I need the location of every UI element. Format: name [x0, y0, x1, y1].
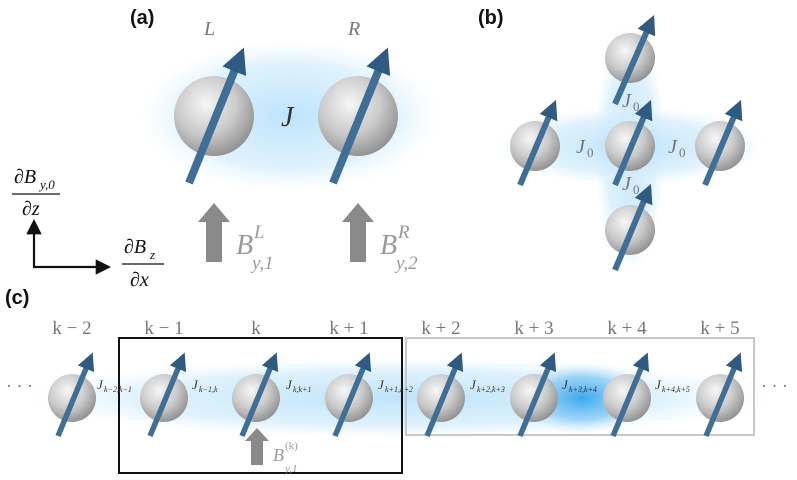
chain-coupling-6: J k+4,k+5 — [655, 377, 690, 394]
svg-text:L: L — [253, 222, 265, 243]
svg-text:y,2: y,2 — [394, 253, 418, 274]
gradient-axes: ∂B y,0 ∂z ∂B z ∂x — [12, 166, 164, 291]
svg-text:R: R — [397, 222, 410, 243]
site-label-3: k + 1 — [329, 318, 368, 339]
panel-a: (a) L R J B L y,1 B R y,2 — [130, 7, 440, 274]
chain-spin-0 — [55, 352, 95, 438]
svg-text:J: J — [470, 377, 477, 392]
spin-arrow-right-b — [702, 99, 743, 187]
svg-text:B: B — [236, 230, 253, 261]
svg-text:J: J — [378, 377, 385, 392]
coupling-label-b-bottom: J 0 — [622, 173, 640, 197]
svg-text:k−2,k−1: k−2,k−1 — [104, 385, 132, 394]
svg-text:B: B — [380, 230, 397, 261]
svg-text:0: 0 — [679, 145, 686, 160]
svg-text:y,1: y,1 — [250, 253, 274, 274]
chain-spin-3 — [332, 352, 372, 438]
svg-text:k+1,k+2: k+1,k+2 — [385, 385, 413, 394]
coupling-label-a: J — [281, 102, 295, 133]
ellipsis-right: · · · — [761, 376, 788, 396]
svg-text:(k): (k) — [285, 440, 298, 452]
chain-coupling-2: J k,k+1 — [286, 377, 312, 394]
svg-text:∂B: ∂B — [124, 236, 146, 258]
svg-text:J: J — [668, 136, 678, 158]
svg-text:J: J — [576, 136, 586, 158]
svg-text:k−1,k: k−1,k — [199, 385, 218, 394]
spin-arrow-right — [329, 47, 391, 185]
site-label-left: L — [203, 18, 215, 40]
site-label-7: k + 5 — [700, 318, 739, 339]
chain-coupling-5: J k+3,k+4 — [562, 377, 597, 394]
axis-label-vertical: ∂B y,0 ∂z — [12, 166, 60, 220]
chain-spin-5 — [517, 352, 557, 438]
svg-text:y,0: y,0 — [38, 177, 55, 192]
svg-text:J: J — [562, 377, 569, 392]
chain-coupling-labels: J k−2,k−1 J k−1,k J k,k+1 J k+1,k+2 J k+… — [97, 377, 690, 394]
field-label-right: B R y,2 — [380, 222, 418, 274]
svg-text:J: J — [192, 377, 199, 392]
panel-c: (c) k − 2 k − 1 k k + 1 k + 2 k + 3 k + … — [5, 287, 788, 475]
site-labels: k − 2 k − 1 k k + 1 k + 2 k + 3 k + 4 k … — [52, 318, 739, 339]
spin-arrow-left — [185, 47, 247, 185]
spin-arrow-center — [612, 99, 653, 187]
field-arrow-left — [198, 203, 230, 262]
svg-text:J: J — [97, 377, 104, 392]
svg-text:J: J — [622, 173, 632, 195]
panel-c-label: (c) — [5, 287, 29, 309]
site-label-1: k − 1 — [144, 318, 183, 339]
subsystem-box-dark — [118, 337, 403, 474]
panel-b: (b) J 0 J 0 J 0 J 0 — [478, 7, 764, 273]
chain-spin-7 — [703, 352, 743, 438]
coupling-label-b-left: J 0 — [576, 136, 594, 160]
svg-text:z: z — [149, 247, 155, 262]
chain-coupling-1: J k−1,k — [192, 377, 218, 394]
svg-text:k+2,k+3: k+2,k+3 — [477, 385, 505, 394]
field-arrow-chain — [245, 428, 269, 465]
site-label-0: k − 2 — [52, 318, 91, 339]
site-label-2: k — [251, 318, 261, 339]
svg-text:k+3,k+4: k+3,k+4 — [569, 385, 597, 394]
panel-b-label: (b) — [478, 7, 504, 29]
coupling-label-b-right: J 0 — [668, 136, 686, 160]
chain-spins — [55, 352, 743, 438]
site-label-right: R — [347, 18, 360, 40]
svg-text:∂x: ∂x — [130, 269, 149, 291]
svg-text:J: J — [286, 377, 293, 392]
svg-text:B: B — [273, 445, 284, 465]
chain-coupling-0: J k−2,k−1 — [97, 377, 132, 394]
svg-text:∂B: ∂B — [14, 166, 36, 188]
spin-arrow-bottom — [612, 183, 653, 272]
field-label-chain: B (k) y,1 — [273, 440, 298, 475]
svg-text:k,k+1: k,k+1 — [293, 385, 312, 394]
subsystem-box-light — [405, 337, 755, 436]
chain-spin-6 — [610, 352, 650, 438]
chain-coupling-glow — [25, 358, 775, 438]
chain-coupling-3: J k+1,k+2 — [378, 377, 413, 394]
chain-spin-2 — [239, 352, 279, 438]
panel-a-label: (a) — [130, 7, 154, 29]
svg-text:0: 0 — [587, 145, 594, 160]
chain-spin-1 — [147, 352, 187, 438]
svg-text:∂z: ∂z — [22, 198, 40, 220]
ellipsis-left: · · · — [6, 376, 33, 396]
svg-text:0: 0 — [633, 99, 640, 114]
spin-arrow-left-b — [517, 99, 558, 187]
field-arrow-right — [342, 203, 374, 262]
chain-coupling-4: J k+2,k+3 — [470, 377, 505, 394]
axis-label-horizontal: ∂B z ∂x — [122, 236, 164, 291]
site-label-5: k + 3 — [514, 318, 553, 339]
chain-spin-4 — [424, 352, 464, 438]
coupling-label-b-top: J 0 — [622, 90, 640, 114]
site-label-6: k + 4 — [607, 318, 647, 339]
site-label-4: k + 2 — [421, 318, 460, 339]
svg-text:k+4,k+5: k+4,k+5 — [662, 385, 690, 394]
svg-text:J: J — [622, 90, 632, 112]
svg-text:y,1: y,1 — [284, 463, 298, 475]
spin-arrow-top — [612, 14, 656, 106]
svg-text:0: 0 — [633, 182, 640, 197]
field-label-left: B L y,1 — [236, 222, 274, 274]
svg-text:J: J — [655, 377, 662, 392]
